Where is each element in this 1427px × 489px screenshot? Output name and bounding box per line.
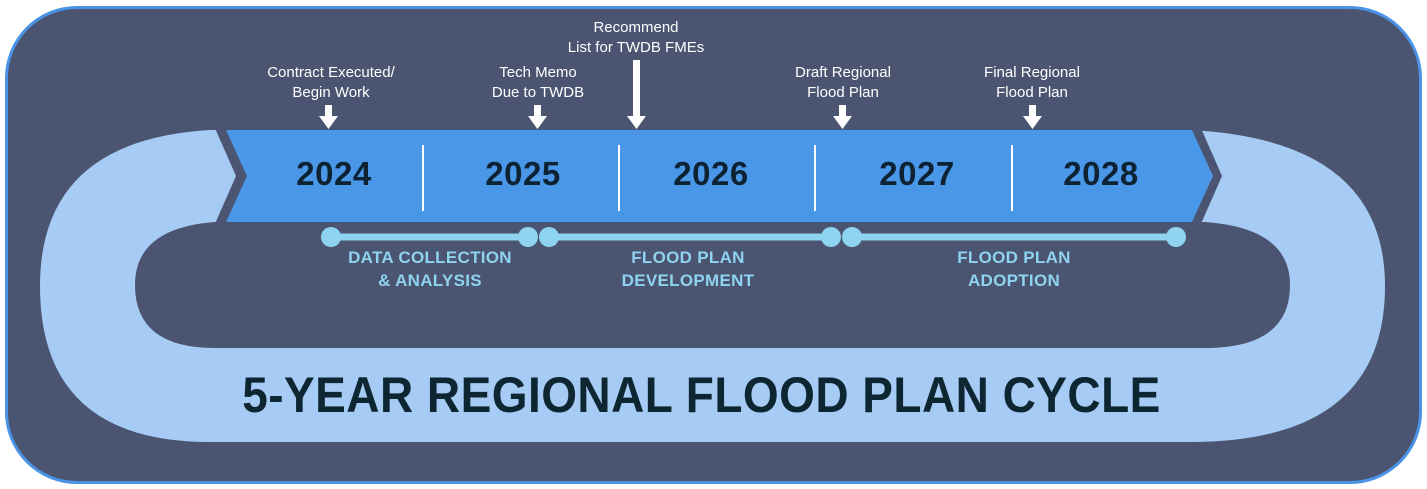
year-2028: 2028 [1063,155,1139,192]
timeline-arrow-band [226,130,1213,222]
milestone-label: Contract Executed/ [267,64,395,81]
milestone-final-plan: Final Regional Flood Plan [984,63,1080,103]
phase-label: DEVELOPMENT [621,271,755,290]
arrow-down-icon [1023,105,1042,129]
milestone-arrows [319,60,1042,129]
arrow-down-icon [319,105,338,129]
year-dividers [422,145,1013,211]
cycle-track-inner [135,222,1290,348]
phase-label: & ANALYSIS [378,271,482,290]
arrow-down-icon [833,105,852,129]
year-2025: 2025 [485,155,561,192]
phase-label: ADOPTION [967,271,1061,290]
milestone-label: Draft Regional [795,64,891,81]
phase-label: FLOOD PLAN [957,248,1071,267]
year-2024: 2024 [296,155,372,192]
milestone-label: Begin Work [292,84,370,101]
diagram-title: 5-YEAR REGIONAL FLOOD PLAN CYCLE [242,367,1161,423]
milestone-draft-plan: Draft Regional Flood Plan [795,63,891,103]
milestone-tech-memo: Tech Memo Due to TWDB [492,63,584,103]
milestone-label: Tech Memo [499,64,577,81]
milestone-label: Flood Plan [996,84,1068,101]
phase-label: DATA COLLECTION [348,248,512,267]
arrow-down-icon [627,60,646,129]
year-2027: 2027 [879,155,955,192]
year-2026: 2026 [673,155,749,192]
milestone-recommend-list: Recommend List for TWDB FMEs [568,18,704,58]
phase-label: FLOOD PLAN [631,248,745,267]
milestone-label: Final Regional [984,64,1080,81]
phase-adoption: FLOOD PLAN ADOPTION [957,246,1071,292]
milestone-label: List for TWDB FMEs [567,39,705,56]
milestone-label: Due to TWDB [491,84,585,101]
phase-development: FLOOD PLAN DEVELOPMENT [622,246,755,292]
milestone-label: Flood Plan [807,84,879,101]
phase-lines [321,227,1186,247]
arrow-down-icon [528,105,547,129]
milestone-label: Recommend [593,19,679,36]
phase-data-collection: DATA COLLECTION & ANALYSIS [348,246,512,292]
milestone-contract-executed: Contract Executed/ Begin Work [267,63,395,103]
